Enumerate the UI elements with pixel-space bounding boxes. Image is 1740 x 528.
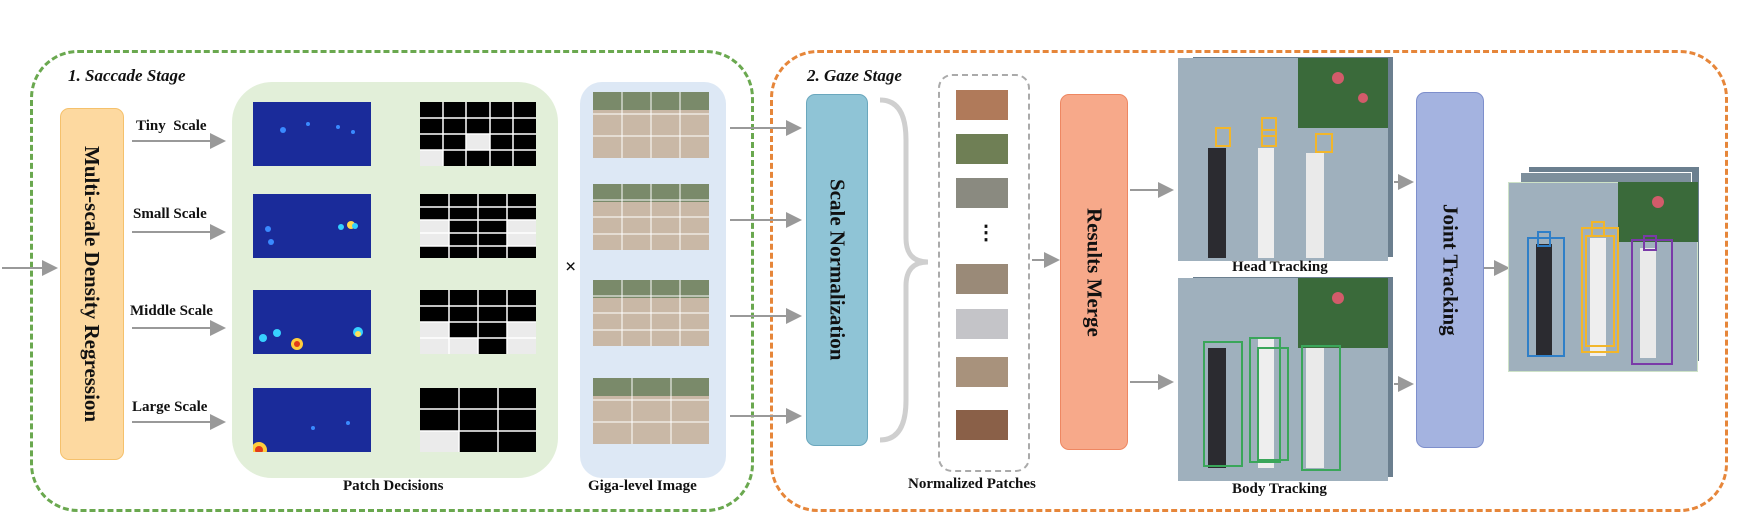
scale-label-large: Large Scale	[132, 399, 208, 415]
head-tracking-image	[1178, 58, 1388, 261]
results-merge-module: Results Merge	[1060, 94, 1128, 450]
patch-grid-small	[420, 194, 536, 258]
giga-image-3	[593, 280, 709, 346]
density-heatmap-large	[253, 388, 371, 452]
multiply-symbol: ×	[565, 256, 577, 278]
scale-label-small: Small Scale	[133, 206, 207, 222]
gaze-stage-border	[770, 50, 1728, 512]
scale-normalization-label: Scale Normalization	[825, 179, 850, 361]
joint-tracking-module: Joint Tracking	[1416, 92, 1484, 448]
normalized-patch	[956, 264, 1008, 294]
density-heatmap-middle	[253, 290, 371, 354]
head-tracking-label: Head Tracking	[1232, 259, 1328, 275]
normalized-patches-ellipsis: ⋮	[976, 222, 996, 244]
patch-decisions-label: Patch Decisions	[343, 478, 444, 494]
giga-image-4	[593, 378, 709, 444]
patch-grid-tiny	[420, 102, 536, 166]
normalized-patch	[956, 90, 1008, 120]
giga-image-label: Giga-level Image	[588, 478, 697, 494]
normalized-patch	[956, 410, 1008, 440]
patch-grid-middle	[420, 290, 536, 354]
normalized-patches-container	[938, 74, 1030, 472]
joint-tracking-output-image	[1508, 182, 1698, 372]
normalized-patch	[956, 134, 1008, 164]
density-heatmap-tiny	[253, 102, 371, 166]
density-heatmap-small	[253, 194, 371, 258]
grouping-brace	[879, 97, 929, 443]
scale-label-tiny: Tiny Scale	[136, 118, 207, 134]
normalized-patch	[956, 309, 1008, 339]
density-regression-module: Multi-scale Density Regression	[60, 108, 124, 460]
normalized-patch	[956, 357, 1008, 387]
saccade-stage-border	[30, 50, 754, 512]
scale-normalization-module: Scale Normalization	[806, 94, 868, 446]
body-tracking-image	[1178, 278, 1388, 481]
joint-tracking-label: Joint Tracking	[1438, 204, 1463, 336]
scale-label-middle: Middle Scale	[130, 303, 213, 319]
gaze-stage-title: 2. Gaze Stage	[803, 66, 906, 86]
saccade-stage-title: 1. Saccade Stage	[64, 66, 190, 86]
results-merge-label: Results Merge	[1082, 207, 1107, 337]
patch-grid-large	[420, 388, 536, 452]
normalized-patches-label: Normalized Patches	[908, 476, 1036, 492]
normalized-patch	[956, 178, 1008, 208]
giga-image-2	[593, 184, 709, 250]
giga-image-1	[593, 92, 709, 158]
density-regression-label: Multi-scale Density Regression	[80, 145, 104, 423]
body-tracking-label: Body Tracking	[1232, 481, 1327, 497]
